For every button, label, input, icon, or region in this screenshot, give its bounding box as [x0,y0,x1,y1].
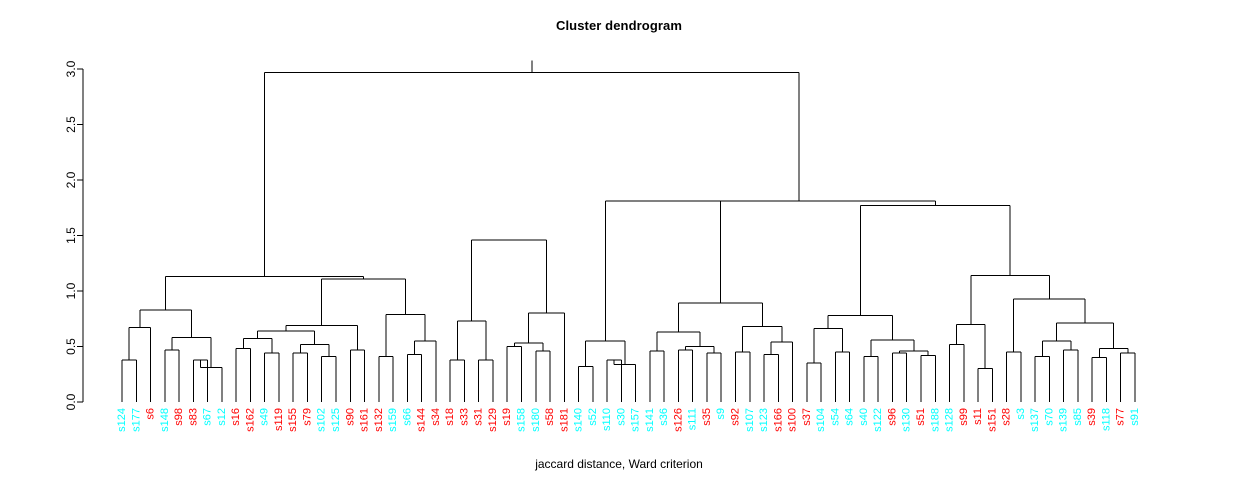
leaf-label: s30 [615,408,627,426]
leaf-label: s102 [316,408,328,432]
leaf-label: s159 [387,408,399,432]
leaf-label: s3 [1015,408,1027,420]
leaf-label: s148 [159,408,171,432]
y-axis: 0.0 0.5 1.0 1.5 2.0 2.5 3.0 [64,60,84,410]
leaf-label: s111 [687,408,699,430]
leaf-label: s40 [858,408,870,426]
leaf-label: s66 [401,408,413,426]
leaf-label: s161 [359,408,371,432]
leaf-label: s122 [872,408,884,432]
leaf-label: s31 [473,408,485,426]
y-axis-tick-label: 0.0 [64,393,78,410]
y-axis-tick-label: 2.5 [64,116,78,133]
leaf-label: s110 [601,408,613,431]
leaf-label: s118 [1100,408,1112,431]
y-axis-tick-label: 3.0 [64,60,78,77]
leaf-label: s92 [730,408,742,426]
leaf-label: s52 [587,408,599,426]
leaf-label: s64 [844,408,856,426]
leaf-label: s19 [501,408,513,426]
dendrogram-branches [121,60,1136,402]
leaf-label: s34 [430,408,442,426]
x-axis-label: jaccard distance, Ward criterion [535,457,703,471]
leaf-label: s99 [958,408,970,426]
leaf-label: s130 [901,408,913,432]
leaf-label: s180 [530,408,542,432]
leaf-label: s9 [715,408,727,420]
y-axis-tick-label: 2.0 [64,171,78,188]
leaf-label: s126 [672,408,684,432]
leaf-label: s104 [815,408,827,432]
page-title: Cluster dendrogram [555,18,683,33]
leaf-label: s96 [886,408,898,426]
leaf-label: s98 [173,408,185,426]
leaf-label: s162 [244,408,256,432]
leaf-label: s158 [515,408,527,432]
leaf-label: s188 [929,408,941,432]
leaf-label: s125 [330,408,342,432]
leaf-label: s166 [772,408,784,432]
leaf-label: s177 [130,408,142,432]
leaf-label: s16 [230,408,242,426]
leaf-label: s100 [787,408,799,432]
leaf-label: s58 [544,408,556,426]
leaf-label: s157 [630,408,642,432]
leaf-label: s128 [944,408,956,432]
leaf-label: s140 [573,408,585,432]
y-axis-tick-label: 1.0 [64,282,78,299]
leaf-label: s139 [1058,408,1070,432]
leaf-label: s144 [416,408,428,432]
leaf-label: s119 [273,408,285,431]
leaf-label: s77 [1115,408,1127,426]
leaf-label: s36 [658,408,670,426]
leaf-label: s54 [829,408,841,426]
leaf-label: s155 [287,408,299,432]
leaf-label: s132 [373,408,385,432]
leaf-label: s85 [1072,408,1084,426]
leaf-label: s11 [972,408,984,425]
leaf-label: s91 [1129,408,1141,426]
leaf-label: s39 [1086,408,1098,426]
leaf-label: s35 [701,408,713,426]
leaf-label: s33 [458,408,470,426]
leaf-label: s107 [744,408,756,432]
leaf-label: s37 [801,408,813,426]
leaf-label: s67 [202,408,214,426]
leaf-label: s141 [644,408,656,432]
leaf-label: s79 [301,408,313,426]
leaf-label: s70 [1043,408,1055,426]
leaf-label: s28 [1001,408,1013,426]
leaf-label: s151 [986,408,998,432]
y-axis-tick-label: 0.5 [64,338,78,355]
leaf-label: s12 [216,408,228,426]
y-axis-tick-label: 1.5 [64,227,78,244]
leaf-label: s123 [758,408,770,432]
leaf-label: s6 [145,408,157,420]
leaf-label: s124 [116,408,128,432]
leaf-label: s51 [915,408,927,426]
leaf-label: s18 [444,408,456,426]
leaf-label: s49 [259,408,271,426]
leaf-label: s181 [558,408,570,432]
leaf-label: s90 [344,408,356,426]
leaf-label: s137 [1029,408,1041,432]
leaf-label: s83 [187,408,199,426]
leaf-label: s129 [487,408,499,432]
